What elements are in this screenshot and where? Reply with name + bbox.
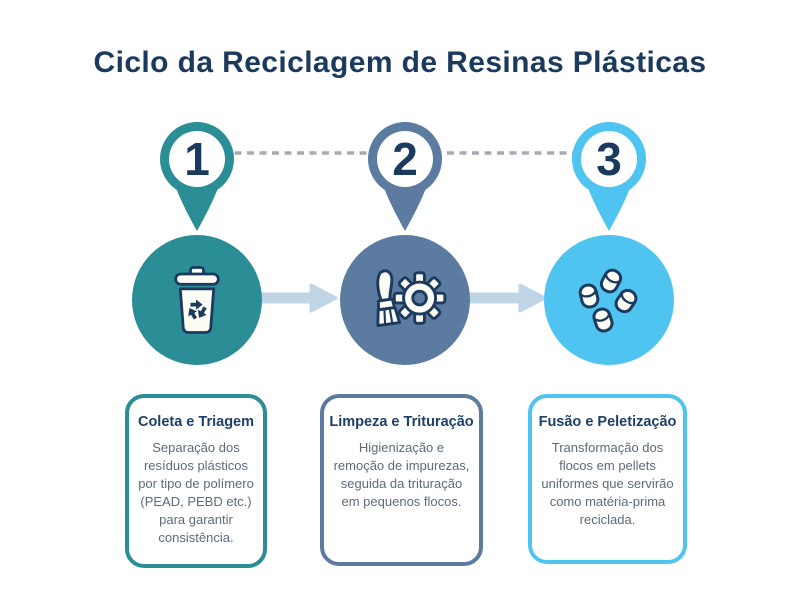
step-circle-1 [132, 235, 262, 365]
card-description: Higienização e remoção de impurezas, seg… [333, 440, 470, 509]
step-card-3: Fusão e Peletização Transformação dos fl… [528, 394, 687, 564]
map-pin-icon [572, 122, 646, 231]
step-number: 2 [392, 133, 418, 185]
card-title: Fusão e Peletização [538, 414, 677, 430]
step-pin-3: 3 [571, 121, 647, 233]
step-pin-2: 2 [367, 121, 443, 233]
map-pin-icon [160, 122, 234, 231]
step-pin-1: 1 [159, 121, 235, 233]
brush-gear-icon [376, 269, 447, 328]
step-circle-3 [544, 235, 674, 365]
step-circle-2 [340, 235, 470, 365]
map-pin-icon [368, 122, 442, 231]
pellets-icon [577, 266, 641, 335]
step-card-2: Limpeza e Trituração Higienização e remo… [320, 394, 483, 566]
arrow-right-icon [257, 283, 338, 313]
page-title: Ciclo da Reciclagem de Resinas Plásticas [93, 46, 707, 79]
card-title: Limpeza e Trituração [329, 414, 474, 430]
card-description: Separação dos resíduos plásticos por tip… [138, 440, 254, 545]
trash-recycle-icon [174, 266, 220, 334]
arrow-right-icon [466, 283, 547, 313]
step-card-1: Coleta e Triagem Separação dos resíduos … [125, 394, 267, 568]
step-number: 1 [184, 133, 210, 185]
card-title: Coleta e Triagem [137, 414, 255, 430]
card-description: Transformação dos flocos em pellets unif… [541, 440, 674, 527]
step-number: 3 [596, 133, 622, 185]
